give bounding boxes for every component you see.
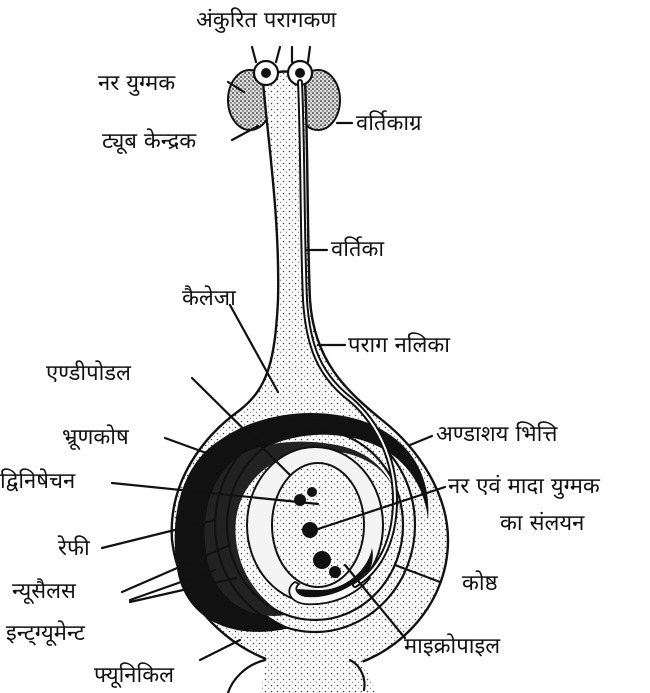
label-germinated-pollen: अंकुरित परागकण [196, 7, 337, 33]
label-micropyle: माइक्रोपाइल [404, 633, 501, 659]
label-endopodal: एण्डीपोडल [46, 360, 132, 386]
label-raphe: रेफी [57, 535, 90, 561]
pollen-grain-left [252, 47, 280, 85]
label-pollen-tube: पराग नलिका [348, 332, 450, 358]
label-funicle: फ्यूनिकिल [94, 662, 175, 689]
embryo-sac-shape [272, 463, 364, 587]
label-fusion-line1: नर एवं मादा युग्मक [448, 474, 601, 499]
label-embryo-sac: भ्रूणकोष [62, 424, 130, 451]
label-locule: कोष्ठ [462, 570, 499, 596]
label-double-fertilization: द्विनिषेचन [0, 468, 76, 494]
label-ovary-wall: अण्डाशय भित्ति [436, 421, 558, 447]
label-integument: इन्ट्ग्यूमेन्ट [6, 620, 86, 647]
label-fusion-line2: का संलयन [500, 511, 585, 536]
label-style: वर्तिका [331, 236, 384, 262]
label-stigma: वर्तिकाग्र [356, 110, 422, 136]
label-nucellus: न्यूसैलस [12, 578, 77, 605]
label-male-gamete: नर युग्मक [98, 71, 176, 96]
label-tube-nucleus: ट्यूब केन्द्रक [102, 128, 197, 155]
label-chalaza: कैलेजा [182, 285, 236, 311]
